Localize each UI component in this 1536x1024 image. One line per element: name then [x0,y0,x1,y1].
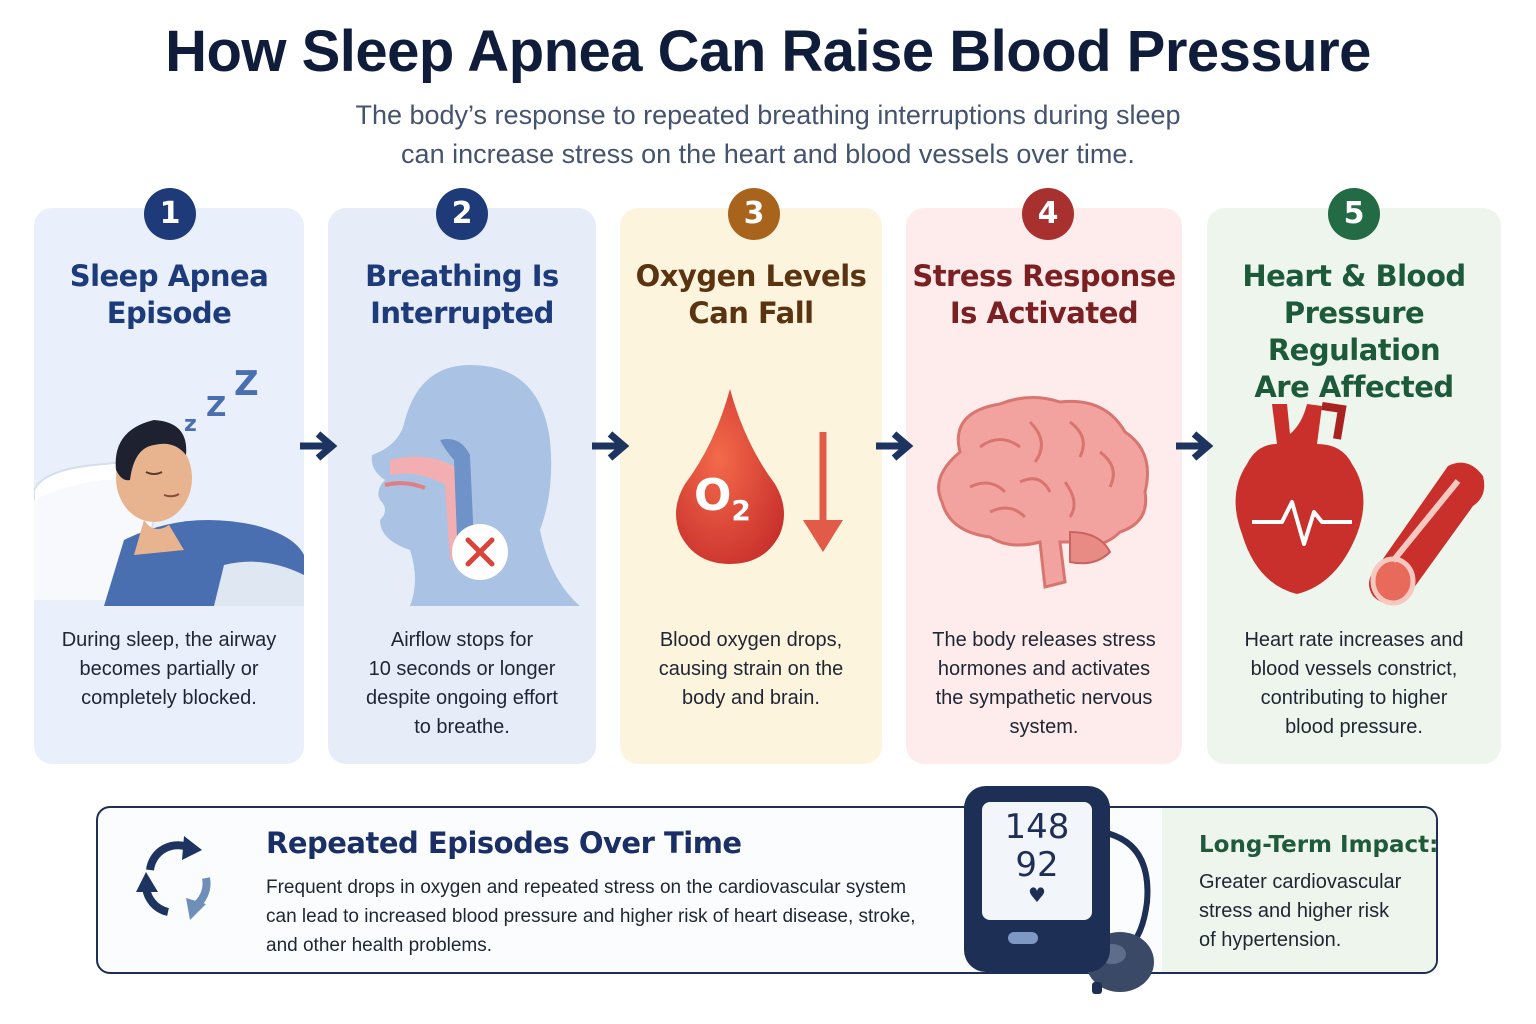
step-text-5: Heart rate increases and blood vessels c… [1207,626,1501,742]
step-5-title-line-3: Are Affected [1254,370,1454,404]
bp-systolic-value: 148 [1004,807,1070,847]
zzz-small: z [184,412,197,437]
step-arrow-1 [300,431,338,461]
subtitle-line-2: can increase stress on the heart and blo… [401,139,1135,169]
step-3-title-line-1: Oxygen Levels [635,259,867,293]
o2-subscript: 2 [731,494,751,527]
step-arrow-3 [876,431,914,461]
bp-diastolic-value: 92 [1015,845,1059,885]
repeat-text-line: can lead to increased blood pressure and… [266,906,916,927]
subtitle-line-1: The body’s response to repeated breathin… [355,100,1181,130]
oxygen-drop-icon [676,389,784,564]
step-text-4: The body releases stress hormones and ac… [906,626,1182,742]
step-badge-5: 5 [1328,188,1380,240]
step-2-text-line: Airflow stops for [390,629,534,651]
step-1-text-line: completely blocked. [81,687,257,709]
step-3-title-line-2: Can Fall [688,296,814,330]
repeat-cycle-icon [136,836,211,920]
long-term-impact-title: Long-Term Impact: [1199,832,1439,858]
impact-text-line: stress and higher risk [1199,900,1390,922]
step-badge-2: 2 [436,188,488,240]
step-2-text-line: 10 seconds or longer [368,658,556,680]
brain-icon [937,396,1149,589]
heart-small-icon: ♥ [1028,883,1046,907]
bp-reading-display: 148 92 ♥ [982,808,1092,906]
o2-label: O2 [694,470,751,527]
step-2-title-line-2: Interrupted [370,296,554,330]
step-1-text-line: During sleep, the airway [61,629,277,651]
step-badge-3: 3 [728,188,780,240]
step-badge-4: 4 [1022,188,1074,240]
step-4-text-line: hormones and activates [937,658,1151,680]
step-5-text-line: blood vessels constrict, [1250,658,1458,680]
step-title-3: Oxygen Levels Can Fall [620,258,882,332]
page-subtitle: The body’s response to repeated breathin… [318,96,1218,174]
step-title-2: Breathing Is Interrupted [328,258,596,332]
step-badge-1: 1 [144,188,196,240]
long-term-impact-text: Greater cardiovascular stress and higher… [1199,868,1429,955]
step-5-text-line: blood pressure. [1285,716,1423,738]
step-4-text-line: system. [1009,716,1079,738]
step-3-text-line: causing strain on the [658,658,844,680]
step-2-text-line: to breathe. [414,716,510,738]
repeat-episodes-text: Frequent drops in oxygen and repeated st… [266,873,956,960]
down-arrow-icon [803,432,843,552]
step-5-text-line: Heart rate increases and [1244,629,1464,651]
impact-text-line: Greater cardiovascular [1199,871,1402,893]
sleeping-person-icon [34,420,304,606]
step-3-text-line: Blood oxygen drops, [659,629,843,651]
step-2-text-line: despite ongoing effort [365,687,558,709]
long-term-impact-panel [1162,808,1436,972]
step-4-title-line-1: Stress Response [912,259,1176,293]
step-1-text-line: becomes partially or [79,658,259,680]
blood-pressure-monitor-icon [964,786,1154,994]
step-3-text-line: body and brain. [682,687,820,709]
step-4-text-line: The body releases stress [932,629,1156,651]
step-2-title-line-1: Breathing Is [365,259,559,293]
repeat-episodes-title: Repeated Episodes Over Time [266,826,742,860]
step-text-2: Airflow stops for 10 seconds or longer d… [328,626,596,742]
step-arrow-4 [1176,431,1214,461]
step-1-title-line-1: Sleep Apnea [69,259,269,293]
step-title-5: Heart & Blood Pressure Regulation Are Af… [1207,258,1501,406]
step-4-text-line: the sympathetic nervous [935,687,1153,709]
impact-text-line: of hypertension. [1199,929,1342,951]
step-1-title-line-2: Episode [106,296,232,330]
blood-vessel-icon [1369,462,1485,606]
step-arrow-2 [592,431,630,461]
zzz-large: Z [234,364,259,404]
page-title: How Sleep Apnea Can Raise Blood Pressure [165,19,1371,84]
step-text-1: During sleep, the airway becomes partial… [34,626,304,713]
airway-head-icon [371,365,580,606]
step-title-1: Sleep Apnea Episode [34,258,304,332]
heart-icon [1235,402,1364,594]
zzz-sleep-icon: z Z Z [184,364,274,440]
o2-letter: O [694,470,732,521]
repeat-text-line: and other health problems. [266,935,493,956]
repeat-text-line: Frequent drops in oxygen and repeated st… [266,877,907,898]
step-text-3: Blood oxygen drops, causing strain on th… [620,626,882,713]
step-title-4: Stress Response Is Activated [906,258,1182,332]
step-5-title-line-2: Pressure Regulation [1267,296,1441,367]
step-5-text-line: contributing to higher [1260,687,1448,709]
step-4-title-line-2: Is Activated [949,296,1139,330]
step-5-title-line-1: Heart & Blood [1242,259,1466,293]
zzz-medium: Z [206,390,227,423]
